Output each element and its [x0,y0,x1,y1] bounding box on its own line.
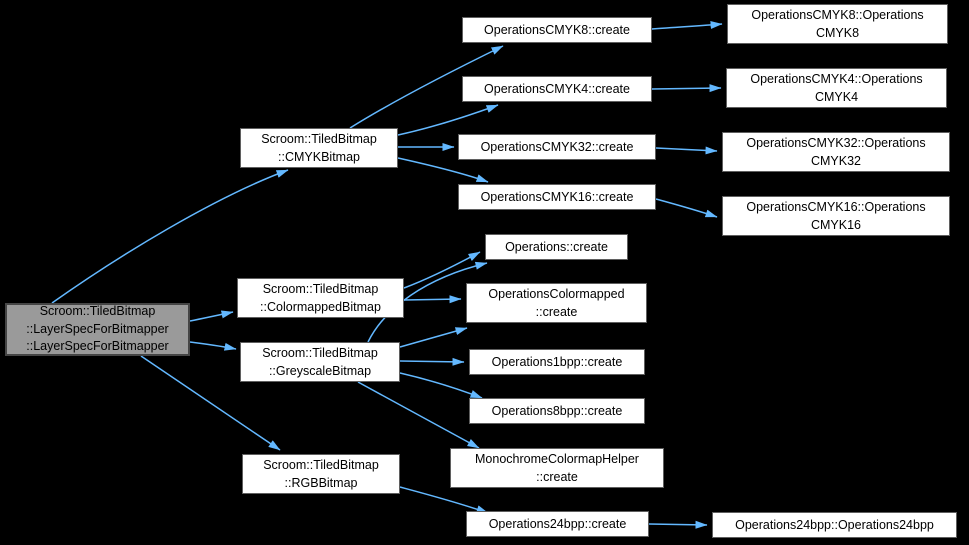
edge-colormappedbitmap-to-opscreate [403,251,481,289]
node-operations24bpp-create[interactable]: Operations24bpp::create [466,511,649,537]
node-greyscalebitmap[interactable]: Scroom::TiledBitmap ::GreyscaleBitmap [240,342,400,382]
node-operationscmyk16-create[interactable]: OperationsCMYK16::create [458,184,656,210]
node-operationscmyk4-create[interactable]: OperationsCMYK4::create [462,76,652,102]
node-label-line: Operations24bpp::Operations24bpp [735,518,934,532]
node-label-line: CMYK8 [815,26,860,40]
node-label-line: Scroom::TiledBitmap [39,304,156,319]
node-label-line: ::LayerSpecForBitmapper [26,339,169,354]
edge-cmykbitmap-to-cmyk4create [397,104,499,136]
edge-greyscalebitmap-to-opscreate [367,261,488,343]
node-operationscmyk32-ctor[interactable]: OperationsCMYK32::Operations CMYK32 [722,132,950,172]
edge-ops24bppcreate-to-ops24bppctor [648,520,708,529]
node-label-line: OperationsCMYK32::Operations [746,136,926,150]
node-label-line: CMYK4 [814,90,859,104]
edge-cmyk32create-to-cmyk32ctor [655,146,718,155]
edge-layerspec-to-greyscalebitmap [189,341,237,351]
node-label-line: CMYK16 [810,218,862,232]
edge-cmyk4create-to-cmyk4ctor [651,84,722,93]
edge-colormappedbitmap-to-opscolormappedcreate [403,295,462,304]
node-operationscmyk8-ctor[interactable]: OperationsCMYK8::Operations CMYK8 [727,4,948,44]
edge-cmyk8create-to-cmyk8ctor [651,21,723,30]
node-label-line: OperationsCMYK4::create [484,82,630,96]
node-label-line: OperationsCMYK16::Operations [746,200,926,214]
node-operations1bpp-create[interactable]: Operations1bpp::create [469,349,645,375]
node-cmykbitmap[interactable]: Scroom::TiledBitmap ::CMYKBitmap [240,128,398,168]
node-label-line: Operations24bpp::create [488,517,627,531]
node-label-line: ::RGBBitmap [284,476,358,490]
edge-layerspec-to-cmykbitmap [51,169,289,304]
node-operations8bpp-create[interactable]: Operations8bpp::create [469,398,645,424]
node-label-line: ::create [536,470,578,484]
node-label-line: OperationsColormapped [488,287,625,301]
node-operations-create[interactable]: Operations::create [485,234,628,260]
node-colormappedbitmap[interactable]: Scroom::TiledBitmap ::ColormappedBitmap [237,278,404,318]
node-label-line: ::LayerSpecForBitmapper [26,321,169,336]
node-label-line: OperationsCMYK4::Operations [750,72,923,86]
node-label-line: OperationsCMYK8::create [484,23,630,37]
node-label-line: Scroom::TiledBitmap [263,458,379,472]
node-label-line: MonochromeColormapHelper [475,452,639,466]
node-operationscolormapped-create[interactable]: OperationsColormapped ::create [466,283,647,323]
node-label-line: OperationsCMYK32::create [480,140,634,154]
edge-greyscalebitmap-to-monocreate [357,381,480,449]
node-label-line: Scroom::TiledBitmap [262,282,379,296]
node-label-line: ::create [535,305,578,319]
node-label-line: ::GreyscaleBitmap [268,364,372,378]
node-label-line: ::ColormappedBitmap [260,300,381,314]
edge-cmykbitmap-to-cmyk8create [349,45,504,129]
edge-greyscalebitmap-to-ops1bppcreate [399,357,465,366]
node-monochromecolormaphelper-create[interactable]: MonochromeColormapHelper ::create [450,448,664,488]
node-operationscmyk4-ctor[interactable]: OperationsCMYK4::Operations CMYK4 [726,68,947,108]
edge-cmyk16create-to-cmyk16ctor [655,198,718,218]
node-label-line: OperationsCMYK8::Operations [751,8,924,22]
edge-layerspec-to-rgbbitmap [140,355,281,451]
node-label-line: Operations::create [505,240,608,254]
node-label-line: OperationsCMYK16::create [480,190,634,204]
node-label-line: Operations1bpp::create [491,355,623,369]
node-rgbbitmap[interactable]: Scroom::TiledBitmap ::RGBBitmap [242,454,400,494]
edge-greyscalebitmap-to-opscolormappedcreate [399,327,468,348]
edge-layerspec-to-colormappedbitmap [189,310,234,322]
node-operations24bpp-ctor[interactable]: Operations24bpp::Operations24bpp [712,512,957,538]
edge-greyscalebitmap-to-ops8bppcreate [399,372,483,399]
node-operationscmyk8-create[interactable]: OperationsCMYK8::create [462,17,652,43]
node-label-line: Scroom::TiledBitmap [262,346,378,360]
edge-rgbbitmap-to-ops24bppcreate [399,486,489,514]
node-label-line: CMYK32 [810,154,862,168]
node-layerspecforbitmapper[interactable]: Scroom::TiledBitmap ::LayerSpecForBitmap… [5,303,190,356]
node-label-line: Scroom::TiledBitmap [261,132,377,146]
node-label-line: Operations8bpp::create [491,404,623,418]
node-operationscmyk16-ctor[interactable]: OperationsCMYK16::Operations CMYK16 [722,196,950,236]
edge-cmykbitmap-to-cmyk16create [397,157,489,183]
node-operationscmyk32-create[interactable]: OperationsCMYK32::create [458,134,656,160]
node-label-line: ::CMYKBitmap [278,150,360,164]
